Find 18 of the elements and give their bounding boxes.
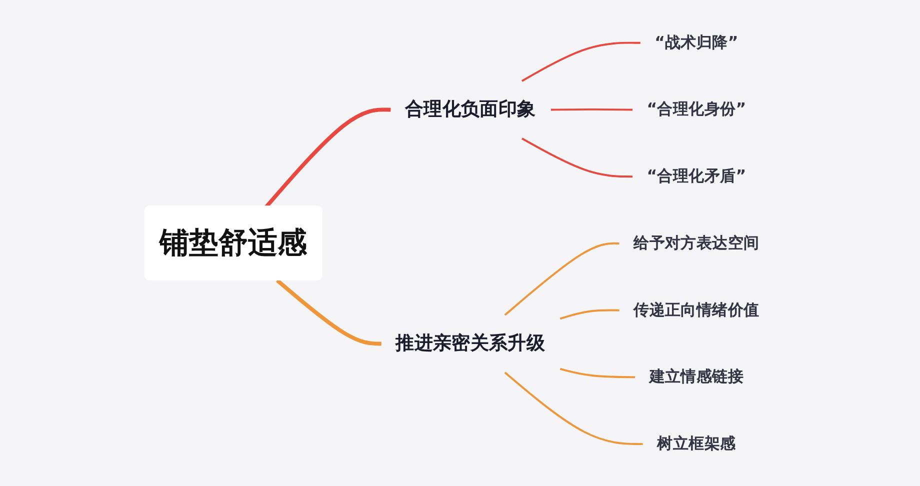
node-text: 推进亲密关系升级 [396, 332, 546, 354]
node-text: 传递正向情绪价值 [634, 300, 760, 319]
connector [504, 242, 620, 316]
node-text: 建立情感链接 [650, 366, 744, 386]
connector [276, 278, 382, 346]
connector [522, 138, 634, 178]
node-text: “合理化矛盾” [647, 166, 747, 185]
node-text: 树立框架感 [658, 434, 736, 452]
connector [265, 108, 392, 208]
connector [560, 368, 636, 378]
node-text: 合理化负面印象 [405, 98, 536, 120]
node-text: “合理化身份” [647, 99, 747, 118]
node-text: “战术归降” [655, 32, 739, 52]
connector [522, 42, 641, 82]
connector [551, 108, 634, 111]
connector [560, 309, 620, 320]
node-text: 给予对方表达空间 [634, 233, 760, 252]
connector [504, 372, 644, 446]
